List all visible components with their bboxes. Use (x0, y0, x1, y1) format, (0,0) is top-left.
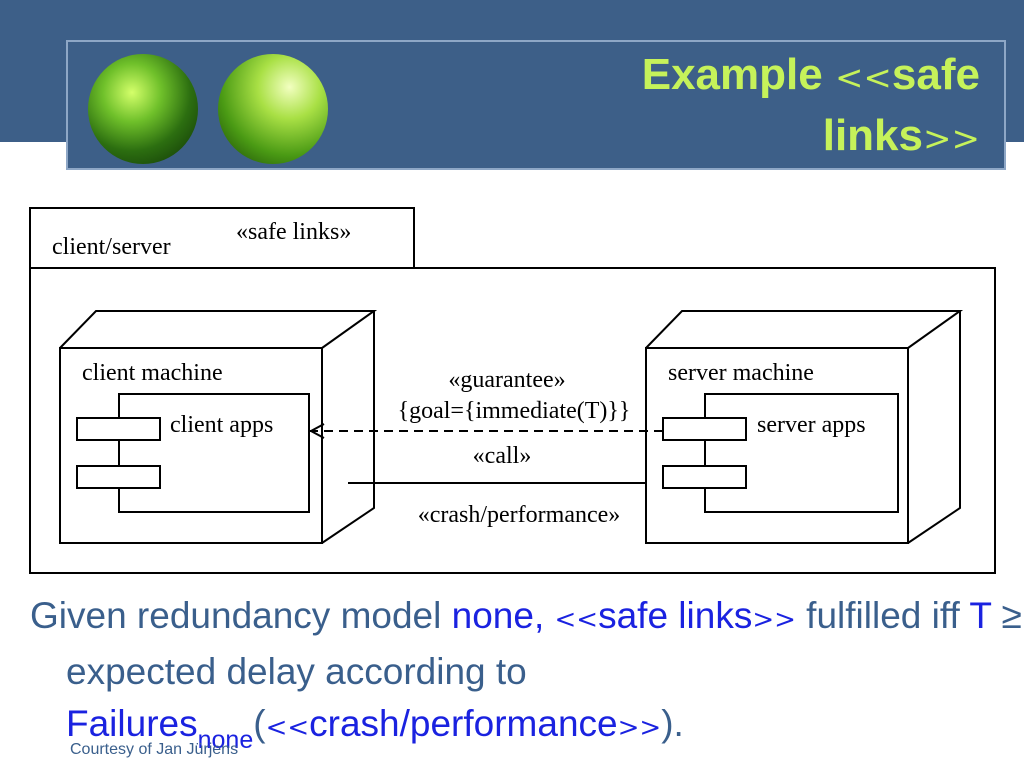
link-stereotype: «crash/performance» (418, 502, 621, 528)
client-component (76, 393, 310, 513)
body-paragraph: Given redundancy model none, <<safe link… (30, 590, 1024, 754)
body-expected: ≥ expected delay according to (66, 595, 1022, 692)
title-close-guillemets: >> (923, 119, 980, 159)
body-safe-links: safe links (598, 595, 753, 636)
title-safe: safe (891, 50, 980, 99)
body-open-guillemets: << (554, 605, 599, 635)
client-node-label: client machine (82, 360, 223, 386)
leaf-orb-right-icon (218, 54, 328, 164)
body-close-guillemets: >> (752, 605, 796, 635)
leaf-orb-left-icon (88, 54, 198, 164)
package-name: client/server (52, 234, 171, 260)
server-component-label: server apps (757, 412, 866, 438)
body-paren-close: ). (661, 703, 684, 744)
body-paren-open: ( (253, 703, 266, 744)
server-node-label: server machine (668, 360, 814, 386)
dependency-tag: {goal={immediate(T)}} (398, 398, 631, 424)
client-node (59, 310, 378, 544)
body-t: T (969, 595, 992, 636)
dependency-stereotype: «guarantee» (448, 367, 565, 393)
body-given: Given redundancy model (30, 595, 452, 636)
dependency-call: «call» (473, 443, 532, 469)
dependency-arrowhead (308, 423, 325, 439)
title-open-guillemets: << (834, 58, 892, 98)
package-stereotype: «safe links» (236, 219, 351, 245)
credit-footer: Courtesy of Jan Jürjens (70, 741, 239, 758)
server-node (645, 310, 964, 544)
title-word: Example (641, 50, 823, 99)
client-component-label: client apps (170, 412, 273, 438)
slide-title: Example <<safe links>> (420, 46, 980, 168)
body-fulfilled: fulfilled iff (795, 595, 970, 636)
body-failures-subscript: none (197, 726, 254, 754)
server-component (662, 393, 899, 513)
package-body (29, 267, 996, 574)
body-none: none, (451, 595, 545, 636)
body-crash-performance: crash/performance (309, 703, 618, 744)
body-open-guillemets-2: << (265, 713, 310, 743)
title-links: links (822, 111, 924, 160)
body-failures: Failures (66, 703, 198, 744)
body-close-guillemets-2: >> (617, 713, 662, 743)
